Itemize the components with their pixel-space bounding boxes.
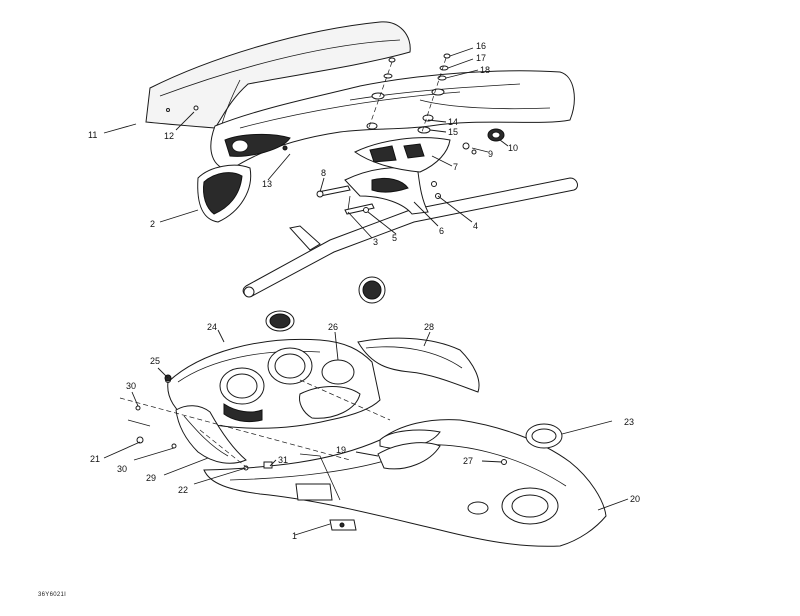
callout-18: 18 xyxy=(480,65,490,75)
callout-3: 3 xyxy=(373,237,378,247)
bottom-pan xyxy=(203,419,607,547)
windshield xyxy=(145,21,411,129)
round-gauge xyxy=(265,310,295,332)
cap-part xyxy=(462,128,505,155)
hand-guard xyxy=(197,164,252,223)
callout-labels: 1 2 3 4 5 6 7 8 9 10 11 12 13 14 15 16 1… xyxy=(88,41,640,541)
callout-17: 17 xyxy=(476,53,486,63)
gauge-ring xyxy=(525,423,563,449)
callout-4: 4 xyxy=(473,221,478,231)
riser-clamp xyxy=(316,167,441,215)
callout-6: 6 xyxy=(439,226,444,236)
callout-10: 10 xyxy=(508,143,518,153)
callout-19: 19 xyxy=(336,445,346,455)
callout-30-upper: 30 xyxy=(126,381,136,391)
callout-28: 28 xyxy=(424,322,434,332)
callout-15: 15 xyxy=(448,127,458,137)
deflector xyxy=(377,442,441,470)
callout-20: 20 xyxy=(630,494,640,504)
alignment-lines xyxy=(119,379,391,471)
callout-31: 31 xyxy=(278,455,288,465)
upper-console-body xyxy=(210,70,575,171)
callout-21: 21 xyxy=(90,454,100,464)
leader-lines xyxy=(103,47,629,536)
callout-30-lower: 30 xyxy=(117,464,127,474)
trim-panel xyxy=(357,337,480,393)
figure-code: 36Y6021I xyxy=(38,592,67,598)
callout-2: 2 xyxy=(150,219,155,229)
callout-1: 1 xyxy=(292,531,297,541)
gauge-bracket xyxy=(354,137,451,173)
callout-13: 13 xyxy=(262,179,272,189)
small-bracket xyxy=(329,519,357,531)
callout-25: 25 xyxy=(150,356,160,366)
callout-5: 5 xyxy=(392,233,397,243)
callout-16: 16 xyxy=(476,41,486,51)
callout-27: 27 xyxy=(463,456,473,466)
callout-9: 9 xyxy=(488,149,493,159)
handlebar xyxy=(242,177,578,298)
callout-14: 14 xyxy=(448,117,458,127)
callout-22: 22 xyxy=(178,485,188,495)
callout-26: 26 xyxy=(328,322,338,332)
callout-8: 8 xyxy=(321,168,326,178)
callout-29: 29 xyxy=(146,473,156,483)
callout-11: 11 xyxy=(88,130,97,140)
fastener-stack xyxy=(366,53,451,134)
callout-24: 24 xyxy=(207,322,217,332)
callout-12: 12 xyxy=(164,131,174,141)
round-gauge xyxy=(358,276,386,304)
callout-7: 7 xyxy=(453,162,458,172)
instrument-panel xyxy=(167,338,381,429)
callout-23: 23 xyxy=(624,417,634,427)
